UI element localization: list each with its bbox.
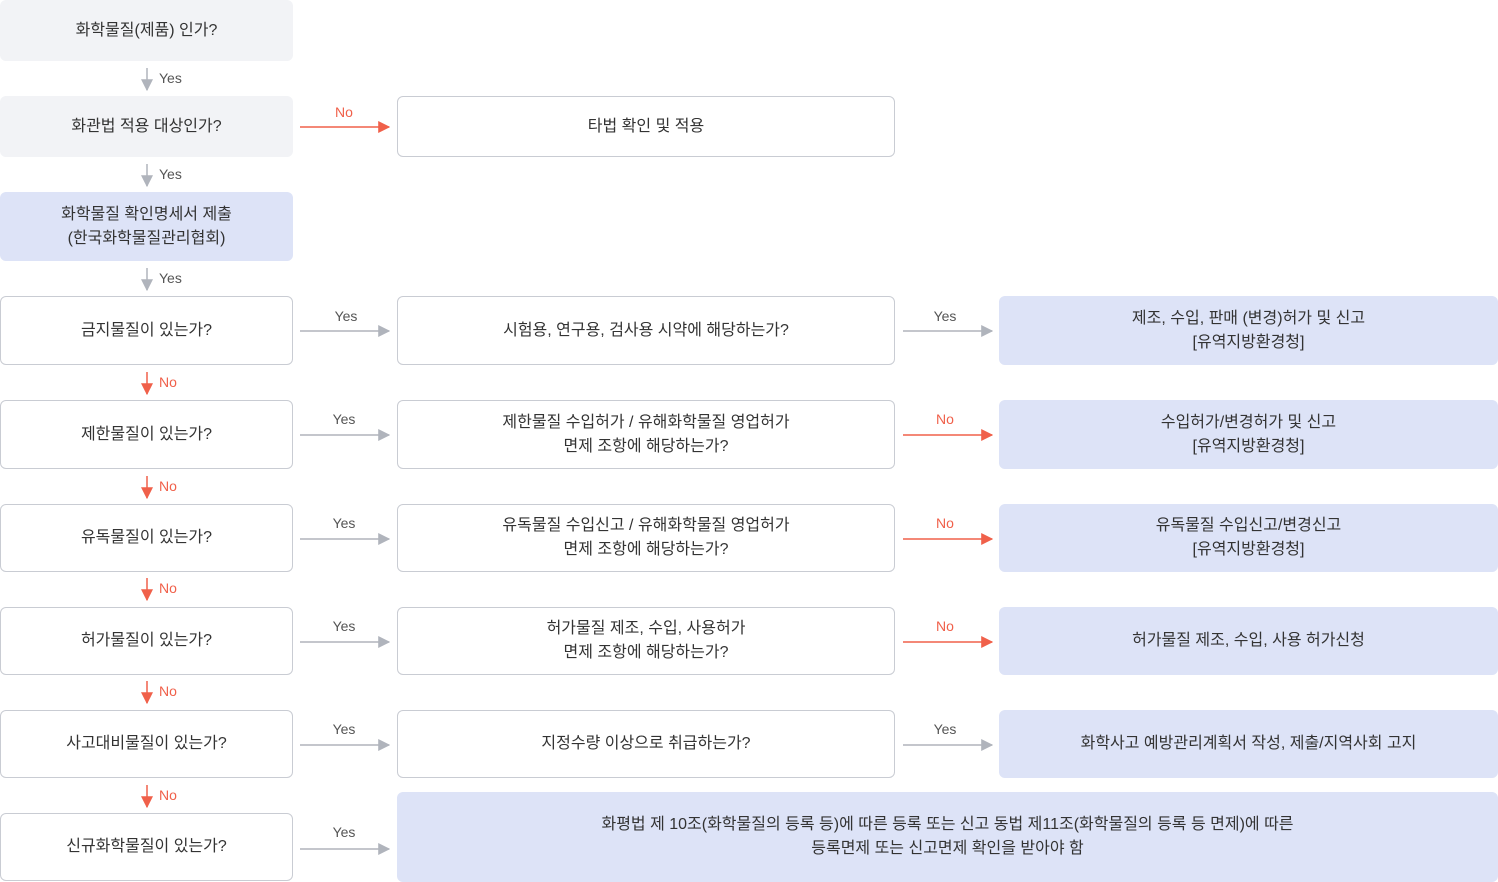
r8-box: 화학사고 예방관리계획서 작성, 제출/지역사회 고지 (999, 710, 1498, 778)
q2-box: 화관법 적용 대상인가? (0, 96, 293, 157)
m2-text: 타법 확인 및 적용 (587, 117, 705, 135)
q4-text: 금지물질이 있는가? (80, 321, 213, 339)
m5-line2: 면제 조항에 해당하는가? (563, 437, 729, 455)
label-q2-m2: No (335, 104, 353, 120)
m9-box: 화평법 제 10조(화학물질의 등록 등)에 따른 등록 또는 신고 동법 제1… (397, 792, 1498, 882)
label-q1-q2: Yes (159, 70, 182, 86)
m4-text: 시험용, 연구용, 검사용 시약에 해당하는가? (503, 321, 789, 339)
r6-line1: 유독물질 수입신고/변경신고 (1155, 517, 1342, 534)
label-m8-r8: Yes (933, 721, 957, 737)
q7-text: 허가물질이 있는가? (80, 632, 213, 649)
r5-line2: [유역지방환경청] (1192, 437, 1305, 455)
q9-text: 신규화학물질이 있는가? (66, 838, 227, 855)
label-q2-q3: Yes (159, 166, 182, 182)
r7-text: 허가물질 제조, 수입, 사용 허가신청 (1132, 632, 1365, 649)
m4-box: 시험용, 연구용, 검사용 시약에 해당하는가? (397, 296, 895, 365)
label-q3-q4: Yes (159, 270, 182, 286)
label-q4-m4: Yes (334, 308, 358, 324)
label-m5-r5: No (936, 411, 954, 427)
m7-line1: 허가물질 제조, 수입, 사용허가 (546, 620, 746, 637)
label-q5-m5: Yes (332, 411, 356, 427)
label-q5-q6: No (159, 478, 177, 494)
r4-box: 제조, 수입, 판매 (변경)허가 및 신고 [유역지방환경청] (999, 296, 1498, 365)
q6-box: 유독물질이 있는가? (0, 504, 293, 572)
m6-line1: 유독물질 수입신고 / 유해화학물질 영업허가 (502, 517, 790, 534)
label-q6-q7: No (159, 580, 177, 596)
m2-box: 타법 확인 및 적용 (397, 96, 895, 157)
label-q4-q5: No (159, 374, 177, 390)
label-q8-m8: Yes (332, 721, 356, 737)
m7-line2: 면제 조항에 해당하는가? (563, 644, 729, 661)
label-m4-r4: Yes (933, 308, 957, 324)
r4-line2: [유역지방환경청] (1192, 333, 1305, 351)
r7-box: 허가물질 제조, 수입, 사용 허가신청 (999, 607, 1498, 675)
q1-text: 화학물질(제품) 인가? (75, 21, 218, 39)
label-m6-r6: No (936, 515, 954, 531)
r5-line1: 수입허가/변경허가 및 신고 (1160, 413, 1337, 431)
label-m7-r7: No (936, 618, 954, 634)
q9-box: 신규화학물질이 있는가? (0, 813, 293, 881)
q3-line1: 화학물질 확인명세서 제출 (61, 205, 232, 223)
q7-box: 허가물질이 있는가? (0, 607, 293, 675)
m9-line1: 화평법 제 10조(화학물질의 등록 등)에 따른 등록 또는 신고 동법 제1… (601, 816, 1294, 833)
q3-line2: (한국화학물질관리협회) (67, 229, 226, 247)
label-q8-q9: No (159, 787, 177, 803)
r5-box: 수입허가/변경허가 및 신고 [유역지방환경청] (999, 400, 1498, 469)
r6-line2: [유역지방환경청] (1192, 541, 1305, 558)
m6-line2: 면제 조항에 해당하는가? (563, 541, 729, 558)
q3-box: 화학물질 확인명세서 제출 (한국화학물질관리협회) (0, 192, 293, 261)
q2-text: 화관법 적용 대상인가? (71, 117, 222, 135)
label-q7-q8: No (159, 683, 177, 699)
m8-box: 지정수량 이상으로 취급하는가? (397, 710, 895, 778)
m5-box: 제한물질 수입허가 / 유해화학물질 영업허가 면제 조항에 해당하는가? (397, 400, 895, 469)
q4-box: 금지물질이 있는가? (0, 296, 293, 365)
q5-box: 제한물질이 있는가? (0, 400, 293, 469)
q8-text: 사고대비물질이 있는가? (66, 735, 227, 752)
q1-box: 화학물질(제품) 인가? (0, 0, 293, 61)
label-q9-m9: Yes (332, 824, 356, 840)
r8-text: 화학사고 예방관리계획서 작성, 제출/지역사회 고지 (1080, 735, 1417, 752)
m6-box: 유독물질 수입신고 / 유해화학물질 영업허가 면제 조항에 해당하는가? (397, 504, 895, 572)
m8-text: 지정수량 이상으로 취급하는가? (541, 735, 751, 752)
label-q7-m7: Yes (332, 618, 356, 634)
label-q6-m6: Yes (332, 515, 356, 531)
m7-box: 허가물질 제조, 수입, 사용허가 면제 조항에 해당하는가? (397, 607, 895, 675)
q6-text: 유독물질이 있는가? (80, 529, 213, 546)
m5-line1: 제한물질 수입허가 / 유해화학물질 영업허가 (502, 413, 790, 431)
m9-line2: 등록면제 또는 신고면제 확인을 받아야 함 (811, 840, 1084, 857)
q8-box: 사고대비물질이 있는가? (0, 710, 293, 778)
q5-text: 제한물질이 있는가? (80, 425, 213, 443)
r6-box: 유독물질 수입신고/변경신고 [유역지방환경청] (999, 504, 1498, 572)
r4-line1: 제조, 수입, 판매 (변경)허가 및 신고 (1131, 309, 1366, 327)
